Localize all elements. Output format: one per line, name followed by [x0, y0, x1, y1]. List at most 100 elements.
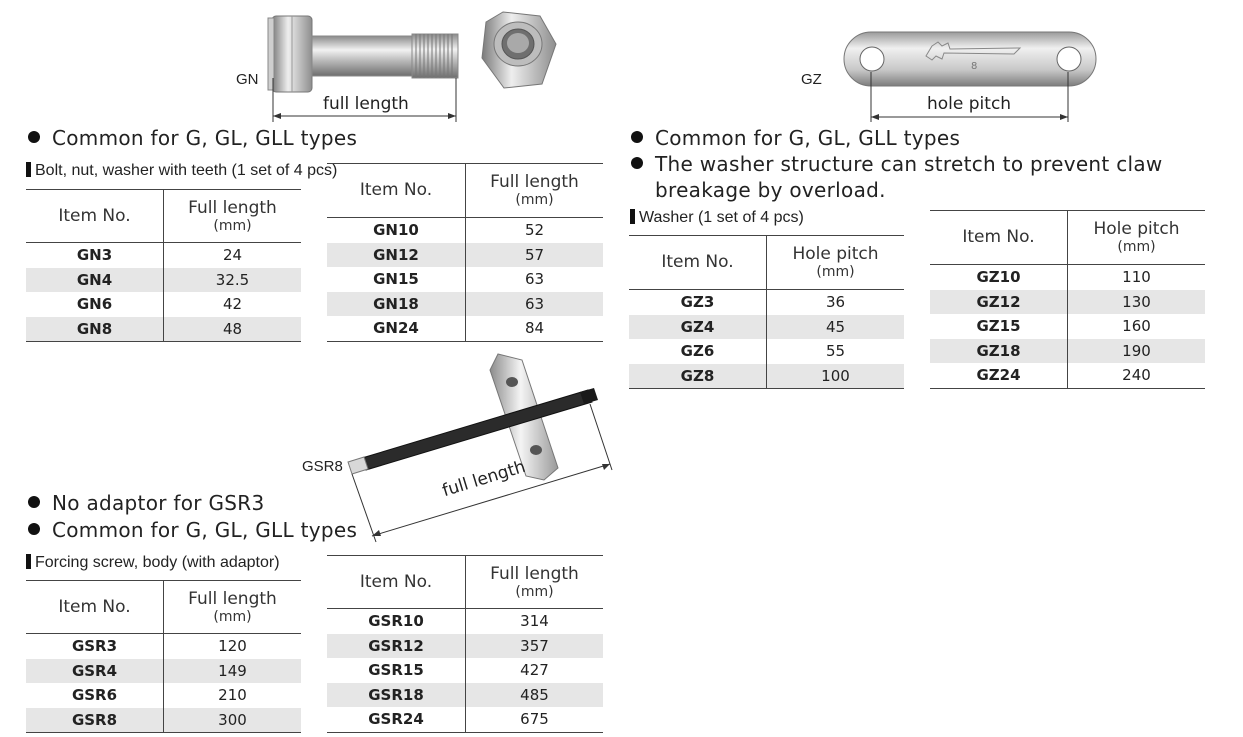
- gz-dimension-label: hole pitch: [927, 94, 1012, 114]
- item-no-cell: GN18: [327, 291, 466, 316]
- table-row: GN10 52: [327, 217, 603, 243]
- value-cell: 149: [163, 658, 301, 683]
- header-item-no: Item No.: [26, 189, 164, 243]
- item-no-cell: GSR3: [26, 633, 164, 659]
- table-row: GZ10 110: [930, 264, 1205, 290]
- header-full-length: Full length(mm): [465, 555, 603, 609]
- table-row: GZ15 160: [930, 314, 1205, 339]
- value-cell: 210: [218, 686, 247, 705]
- value-cell: 57: [465, 242, 603, 267]
- item-no-cell: GSR6: [26, 683, 164, 708]
- item-no-cell: GN10: [327, 217, 466, 243]
- value-cell: 314: [520, 612, 549, 631]
- value-cell: 48: [163, 316, 301, 342]
- gsr-bullet-common: Common for G, GL, GLL types: [28, 517, 357, 543]
- gz-bullet-common: Common for G, GL, GLL types: [631, 125, 960, 151]
- gz-bullet-structure: The washer structure can stretch to prev…: [631, 151, 1185, 203]
- item-no-cell: GZ10: [930, 264, 1068, 290]
- header-item-no: Item No.: [327, 163, 466, 218]
- gz-washer-image: 8: [843, 31, 1097, 122]
- gsr-screw-rod: [347, 388, 598, 475]
- value-cell: 100: [766, 363, 904, 389]
- value-cell: 485: [465, 682, 603, 707]
- value-cell: 120: [218, 637, 247, 656]
- gz-product-label: GZ: [801, 71, 822, 88]
- gn-full-length-dimension: [272, 78, 457, 122]
- washer-logo-stamp: [925, 41, 1022, 61]
- item-no-cell: GN6: [26, 292, 164, 317]
- header-item-no: Item No.: [26, 580, 164, 634]
- table-row: GZ6 55: [629, 339, 904, 364]
- gn-dimension-label: full length: [323, 94, 409, 114]
- item-no-cell: GN12: [327, 242, 466, 267]
- gn-bullet-common: Common for G, GL, GLL types: [28, 125, 357, 151]
- value-cell: 36: [825, 293, 846, 312]
- value-cell: 24: [222, 246, 243, 265]
- item-no-cell: GZ6: [629, 339, 767, 364]
- value-cell: 190: [1067, 338, 1205, 363]
- item-no-cell: GZ15: [930, 314, 1068, 339]
- value-cell: 32.5: [163, 267, 301, 292]
- item-no-cell: GSR12: [327, 633, 466, 658]
- item-no-cell: GZ4: [629, 314, 767, 339]
- bullet-dot: [28, 131, 40, 143]
- value-cell: 84: [465, 316, 603, 342]
- bullet-dot: [631, 157, 643, 169]
- item-no-cell: GZ18: [930, 338, 1068, 363]
- value-cell: 160: [1122, 317, 1151, 336]
- washer-hole-right: [1056, 46, 1082, 72]
- bolt-shank: [311, 35, 413, 77]
- item-no-cell: GSR24: [327, 707, 466, 733]
- washer-plate: [843, 31, 1097, 87]
- item-no-cell: GN24: [327, 316, 466, 342]
- table-row: GN3 24: [26, 242, 301, 268]
- item-no-cell: GSR15: [327, 658, 466, 683]
- gz-caption: Washer (1 set of 4 pcs): [630, 208, 804, 228]
- header-hole-pitch: Hole pitch(mm): [1067, 210, 1205, 265]
- value-cell: 55: [825, 342, 846, 361]
- value-cell: 240: [1067, 363, 1205, 389]
- bullet-dot: [28, 496, 40, 508]
- item-no-cell: GN4: [26, 267, 164, 292]
- value-cell: 427: [520, 661, 549, 680]
- item-no-cell: GZ3: [629, 289, 767, 315]
- item-no-cell: GN3: [26, 242, 164, 268]
- bolt-thread: [411, 33, 459, 79]
- header-item-no: Item No.: [327, 555, 466, 609]
- item-no-cell: GSR4: [26, 658, 164, 683]
- value-cell: 110: [1122, 268, 1151, 287]
- item-no-cell: GZ24: [930, 363, 1068, 389]
- header-full-length: Full length(mm): [163, 580, 301, 634]
- gn-bolt-nut-image: [267, 11, 557, 122]
- table-row: GSR6 210: [26, 683, 301, 708]
- washer-hole-left: [859, 46, 885, 72]
- washer-stamp-text: 8: [971, 61, 977, 72]
- value-cell: 52: [524, 221, 545, 240]
- value-cell: 42: [222, 295, 243, 314]
- table-row: GN6 42: [26, 292, 301, 317]
- value-cell: 130: [1067, 289, 1205, 314]
- header-item-no: Item No.: [629, 235, 767, 290]
- value-cell: 357: [465, 633, 603, 658]
- value-cell: 63: [524, 270, 545, 289]
- bullet-dot: [28, 523, 40, 535]
